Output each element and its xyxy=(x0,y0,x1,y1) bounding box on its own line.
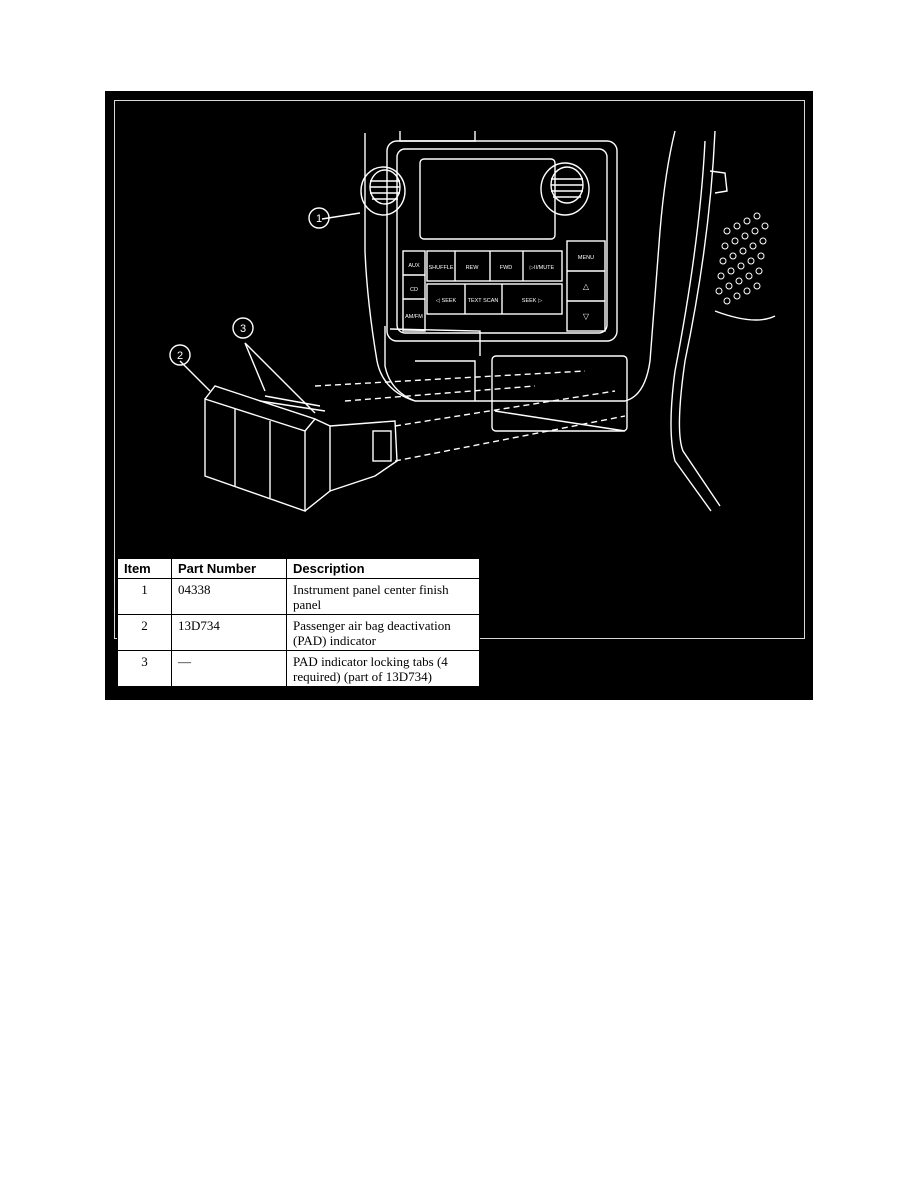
parts-table: Item Part Number Description 1 04338 Ins… xyxy=(117,558,480,687)
cell-description: Passenger air bag deactivation (PAD) ind… xyxy=(286,614,480,651)
button-play-mute-label: ▷II/MUTE xyxy=(530,265,555,271)
button-menu-label: MENU xyxy=(578,255,594,261)
pad-indicator xyxy=(204,385,398,512)
button-am-fm-label: AM/FM xyxy=(405,314,423,320)
cell-item: 3 xyxy=(117,650,172,687)
button-seek-right-label: SEEK ▷ xyxy=(522,298,543,304)
table-row: 2 13D734 Passenger air bag deactivation … xyxy=(117,614,480,651)
pad-indicator-illustration: 1 2 3 AUX CD AM/FM SHUFFLE REW FWD ▷II/M… xyxy=(169,130,776,512)
button-fwd-label: FWD xyxy=(500,265,513,271)
header-description: Description xyxy=(286,558,480,579)
cell-part-number: — xyxy=(171,650,287,687)
table-header-row: Item Part Number Description xyxy=(117,558,480,579)
button-cd-label: CD xyxy=(410,287,418,293)
cell-description: PAD indicator locking tabs (4 required) … xyxy=(286,650,480,687)
header-item: Item xyxy=(117,558,172,579)
cell-part-number: 13D734 xyxy=(171,614,287,651)
button-up-label: △ xyxy=(583,282,590,291)
callout-2-label: 2 xyxy=(177,350,183,362)
callout-2 xyxy=(169,344,191,366)
button-seek-left-label: ◁ SEEK xyxy=(436,298,457,304)
knob-left xyxy=(360,166,406,216)
table-row: 1 04338 Instrument panel center finish p… xyxy=(117,578,480,615)
button-text-scan-label: TEXT SCAN xyxy=(468,298,499,304)
knob-right xyxy=(540,162,590,216)
button-aux-label: AUX xyxy=(408,263,420,269)
callout-3 xyxy=(232,317,254,339)
button-rew-label: REW xyxy=(466,265,480,271)
callout-3-label: 3 xyxy=(240,323,246,335)
table-row: 3 — PAD indicator locking tabs (4 requir… xyxy=(117,650,480,687)
cell-item: 2 xyxy=(117,614,172,651)
button-shuffle-label: SHUFFLE xyxy=(428,265,453,271)
cell-part-number: 04338 xyxy=(171,578,287,615)
button-down-label: ▽ xyxy=(583,312,590,321)
header-part-number: Part Number xyxy=(171,558,287,579)
callout-1-label: 1 xyxy=(316,213,322,225)
cell-item: 1 xyxy=(117,578,172,615)
callout-1 xyxy=(308,207,330,229)
cell-description: Instrument panel center finish panel xyxy=(286,578,480,615)
figure-block: 1 2 3 AUX CD AM/FM SHUFFLE REW FWD ▷II/M… xyxy=(105,91,813,700)
